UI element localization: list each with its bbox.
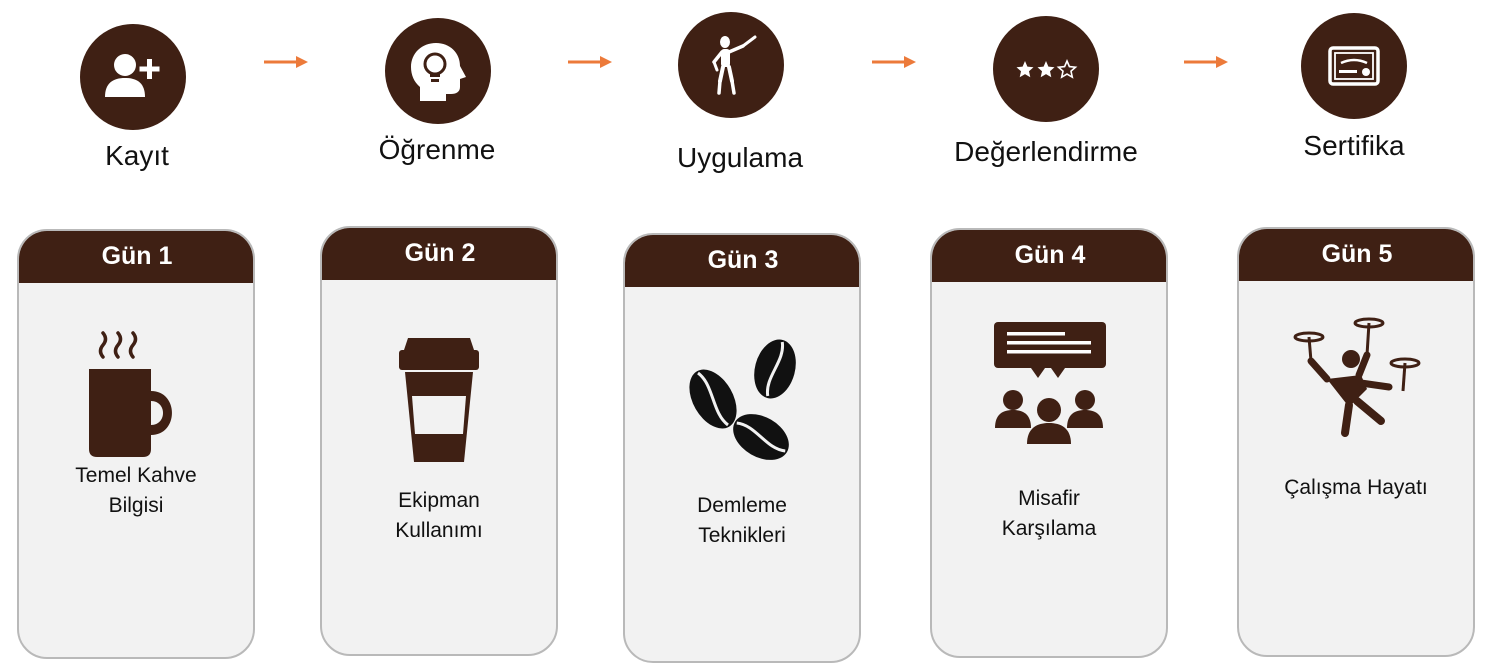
add-user-icon xyxy=(80,24,186,130)
day-card-2: Gün 2 Ekipman Kullanımı xyxy=(320,226,558,656)
day-text: Temel Kahve Bilgisi xyxy=(75,464,197,517)
step-label: Öğrenme xyxy=(378,134,496,165)
day-card-5: Gün 5 Çalışma Hayatı xyxy=(1237,227,1475,657)
day-card-4: Gün 4 Misafir Karşılama xyxy=(930,228,1168,658)
day-card-header: Gün 1 xyxy=(19,231,253,283)
day-card-1: Gün 1 Temel Kahve Bilgisi xyxy=(17,229,255,659)
day-card-header: Gün 4 xyxy=(932,230,1166,282)
day-text: Misafir Karşılama xyxy=(1001,487,1097,540)
day-title: Gün 3 xyxy=(707,245,779,274)
head-lightbulb-icon xyxy=(385,18,491,124)
day-text: Demleme Teknikleri xyxy=(697,494,787,547)
rating-stars-icon xyxy=(993,16,1099,122)
step-label: Uygulama xyxy=(676,142,804,173)
day-title: Gün 1 xyxy=(101,241,173,270)
step-label: Sertifika xyxy=(1303,130,1405,161)
juggler-icon xyxy=(1293,317,1421,437)
day-card-header: Gün 3 xyxy=(625,235,859,287)
takeaway-cup-icon xyxy=(399,338,479,462)
arrow-right-icon xyxy=(1184,56,1228,68)
step-label: Değerlendirme xyxy=(954,136,1138,167)
day-title: Gün 4 xyxy=(1014,240,1086,269)
day-text: Ekipman Kullanımı xyxy=(395,489,483,542)
arrow-right-icon xyxy=(264,56,308,68)
arrow-right-icon xyxy=(872,56,916,68)
day-title: Gün 5 xyxy=(1321,239,1393,268)
day-card-header: Gün 5 xyxy=(1239,229,1473,281)
mannequin-icon xyxy=(678,12,784,118)
coffee-beans-icon xyxy=(689,339,796,460)
step-label: Kayıt xyxy=(105,140,169,171)
certificate-icon xyxy=(1301,13,1407,119)
arrow-right-icon xyxy=(568,56,612,68)
day-text: Çalışma Hayatı xyxy=(1284,476,1428,499)
audience-speech-icon xyxy=(994,322,1106,444)
day-card-header: Gün 2 xyxy=(322,228,556,280)
day-card-3: Gün 3 Demleme Teknikleri xyxy=(623,233,861,663)
coffee-mug-icon xyxy=(89,331,172,457)
day-title: Gün 2 xyxy=(404,238,476,267)
